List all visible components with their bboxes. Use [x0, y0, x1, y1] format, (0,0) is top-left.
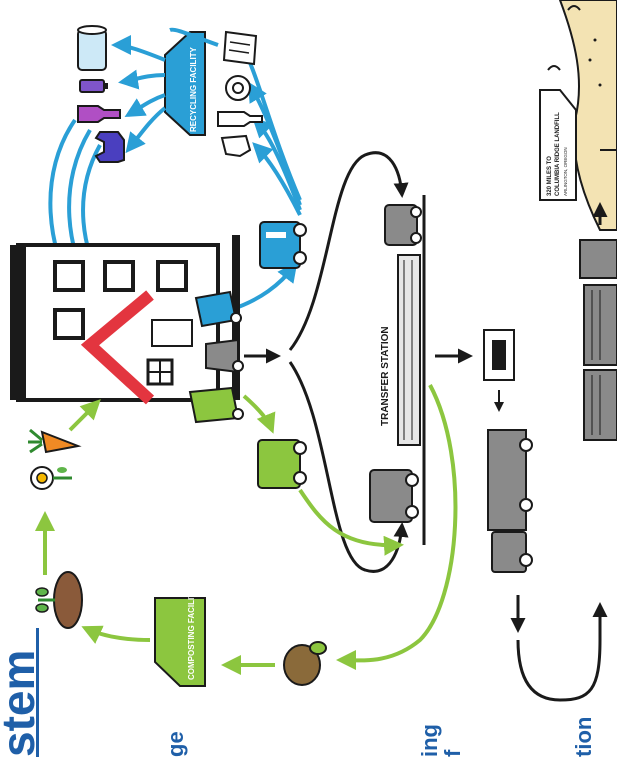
tshirt-icon: [94, 131, 125, 163]
soil-icon: [53, 571, 83, 629]
cans-icon: [225, 75, 251, 101]
green-bin-icon: [188, 386, 244, 424]
food-scraps-icon: [283, 641, 327, 686]
landfill-label-3: ARLINGTON, OREGON: [563, 147, 568, 196]
glass-bottle-icon: [217, 111, 263, 127]
landfill-sign: 320 MILES TO COLUMBIA RIDGE LANDFILL ARL…: [539, 89, 577, 201]
recycling-facility-label: RECYCLING FACILITY: [189, 46, 198, 132]
carrot-icon: [28, 428, 82, 454]
landfill-label-2: COLUMBIA RIDGE LANDFILL: [555, 112, 561, 196]
section-fragment-middle-b: f: [440, 749, 465, 757]
transfer-station: TRANSFER STATION: [380, 195, 426, 545]
crushed-can-icon: [220, 134, 252, 158]
section-fragment-right: tion: [571, 717, 596, 757]
sprout-icon: [35, 587, 55, 613]
title-fragment: stem: [0, 628, 44, 757]
blue-bin-icon: [194, 290, 242, 328]
transport-loop: [510, 595, 608, 702]
paper-towel-icon: [77, 25, 107, 71]
newspaper-icon: [222, 30, 258, 66]
compactor-icon: [483, 329, 515, 412]
battery-icon: [79, 79, 108, 93]
recycling-truck-icon: [259, 221, 307, 269]
garbage-truck-icon: [369, 469, 419, 523]
house-icon: [10, 235, 240, 405]
semi-truck-icon: [487, 429, 533, 573]
section-fragment-left: ge: [163, 731, 188, 757]
compost-truck-icon: [257, 439, 307, 489]
composting-facility-label: COMPOSTING FACILITY: [187, 587, 196, 680]
garbage-truck-top-icon: [384, 204, 422, 246]
flower-icon: [30, 466, 72, 490]
bottle-icon: [77, 105, 121, 123]
transfer-station-label: TRANSFER STATION: [380, 326, 391, 426]
section-fragment-middle-a: ing: [417, 724, 442, 757]
train-icon: [579, 202, 617, 441]
recycling-facility: RECYCLING FACILITY: [164, 31, 206, 136]
landfill-label-1: 320 MILES TO: [547, 156, 553, 196]
grey-bin-icon: [205, 338, 244, 374]
composting-facility: COMPOSTING FACILITY: [154, 587, 206, 687]
trash-arrows: [244, 151, 473, 573]
compost-arrows: [35, 384, 458, 675]
